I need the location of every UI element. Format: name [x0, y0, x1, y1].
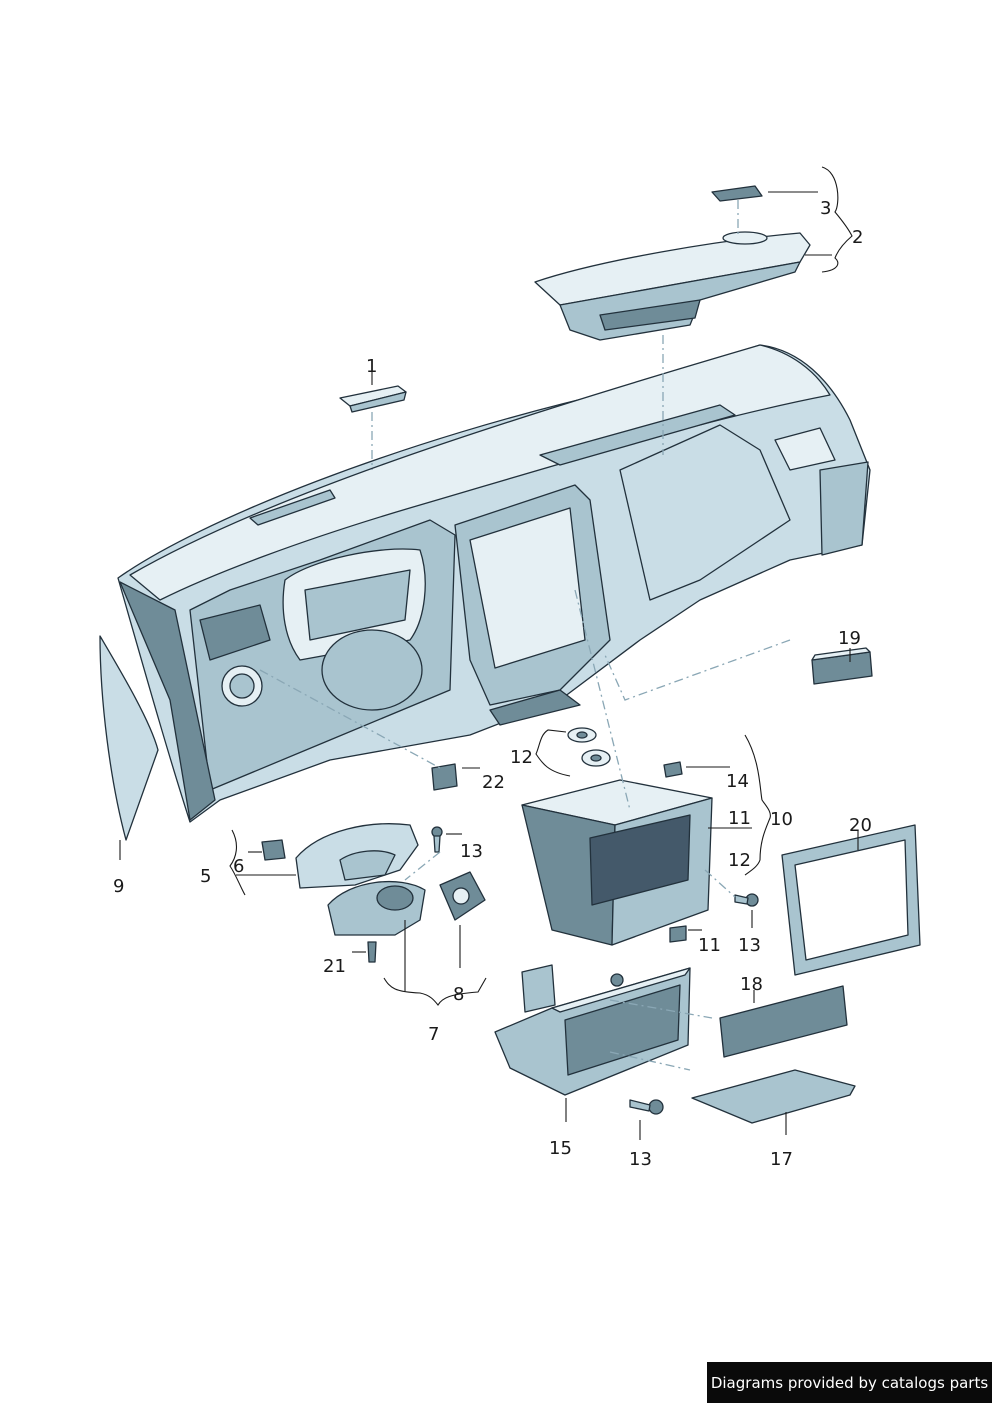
callout-9: 9 — [113, 876, 124, 897]
footer-credit: Diagrams provided by catalogs parts — [707, 1362, 992, 1403]
part-10-bracket-assembly — [521, 779, 713, 946]
part-12-washer-upper — [567, 727, 597, 743]
part-12-washer-lower — [581, 749, 611, 767]
part-5-upper-shroud — [295, 823, 419, 889]
part-15-storage-box — [494, 964, 691, 1096]
part-7-lower-shroud — [327, 880, 426, 936]
part-1-vent-cover — [339, 385, 407, 413]
leader-lines — [119, 166, 859, 1140]
callout-13-b: 13 — [738, 935, 761, 956]
callout-18: 18 — [740, 974, 763, 995]
callout-6: 6 — [233, 856, 244, 877]
assembly-lines — [259, 200, 791, 1071]
part-13-screw-c — [629, 1099, 664, 1115]
callout-labels: 1 2 3 5 6 7 8 9 10 11 11 12 12 13 13 13 … — [113, 198, 872, 1170]
callout-20: 20 — [849, 815, 872, 836]
part-18-panel — [719, 985, 848, 1058]
part-8-ignition-ring — [439, 871, 486, 921]
callout-3: 3 — [820, 198, 831, 219]
part-13-screw-a — [431, 826, 443, 853]
part-11-clip — [669, 925, 687, 943]
callout-15: 15 — [549, 1138, 572, 1159]
callout-14: 14 — [726, 771, 749, 792]
callout-1: 1 — [366, 356, 377, 377]
part-22-cap — [431, 763, 458, 791]
callout-7: 7 — [428, 1024, 439, 1045]
callout-13-a: 13 — [460, 841, 483, 862]
callout-11-lower: 11 — [698, 935, 721, 956]
callout-11-upper: 11 — [728, 808, 751, 829]
part-19-switch — [811, 647, 873, 685]
callout-8: 8 — [453, 984, 464, 1005]
callout-5: 5 — [200, 866, 211, 887]
part-6-clip — [261, 839, 286, 861]
callout-12-lower: 12 — [728, 850, 751, 871]
part-20-trim-frame — [781, 824, 921, 976]
callout-10: 10 — [770, 809, 793, 830]
dashboard-panel — [117, 344, 871, 823]
part-17-lid — [691, 1069, 856, 1124]
part-3-display-clip — [711, 185, 763, 202]
callout-13-c: 13 — [629, 1149, 652, 1170]
callout-12-upper: 12 — [510, 747, 533, 768]
part-21-screw — [367, 941, 377, 963]
callout-2: 2 — [852, 227, 863, 248]
part-14-clip — [663, 761, 683, 778]
callout-17: 17 — [770, 1149, 793, 1170]
part-13-screw-b — [734, 893, 759, 907]
part-2-display-housing — [534, 231, 811, 341]
callout-19: 19 — [838, 628, 861, 649]
part-9-side-trim — [99, 635, 159, 841]
callout-21: 21 — [323, 956, 346, 977]
callout-22: 22 — [482, 772, 505, 793]
